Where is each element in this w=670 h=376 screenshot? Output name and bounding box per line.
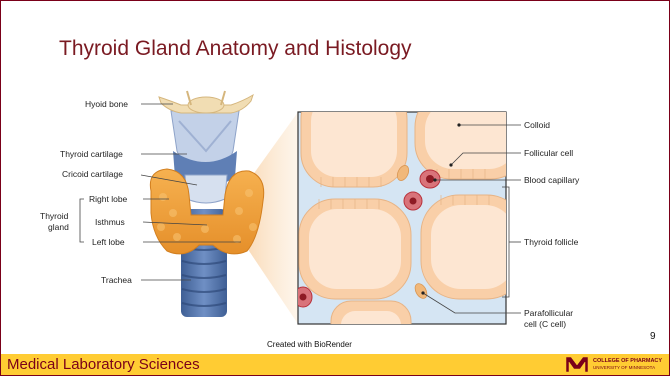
follicle-top-right	[415, 91, 527, 179]
logo-text-university: UNIVERSITY OF MINNESOTA	[593, 365, 655, 370]
label-thyroid-follicle: Thyroid follicle	[524, 237, 578, 247]
label-follicular-cell: Follicular cell	[524, 148, 573, 158]
label-isthmus: Isthmus	[95, 217, 125, 227]
university-m-logo-icon	[565, 356, 589, 373]
footer-text: Medical Laboratory Sciences	[7, 356, 200, 373]
label-parafollicular-2: cell (C cell)	[524, 319, 566, 329]
label-thyroid-cartilage: Thyroid cartilage	[60, 149, 123, 159]
follicle-bottom-left	[299, 199, 411, 299]
label-left-lobe: Left lobe	[92, 237, 125, 247]
label-right-lobe: Right lobe	[89, 194, 127, 204]
footer-bar: Medical Laboratory Sciences COLLEGE OF P…	[1, 354, 669, 375]
logo-text-college: COLLEGE OF PHARMACY	[593, 358, 662, 364]
label-parafollicular-1: Parafollicular	[524, 308, 573, 318]
label-thyroid-gland-2: gland	[48, 222, 69, 232]
label-trachea: Trachea	[101, 275, 132, 285]
follicle-top-left	[301, 85, 407, 187]
label-thyroid-gland-1: Thyroid	[40, 211, 68, 221]
page-number: 9	[650, 331, 656, 342]
college-logo: COLLEGE OF PHARMACY UNIVERSITY OF MINNES…	[565, 356, 665, 373]
label-blood-capillary: Blood capillary	[524, 175, 579, 185]
label-colloid: Colloid	[524, 120, 550, 130]
biorender-credit: Created with BioRender	[267, 340, 352, 349]
cricoid-cartilage	[185, 175, 227, 203]
hyoid-bone	[159, 91, 253, 113]
label-cricoid-cartilage: Cricoid cartilage	[62, 169, 123, 179]
label-hyoid-bone: Hyoid bone	[85, 99, 128, 109]
